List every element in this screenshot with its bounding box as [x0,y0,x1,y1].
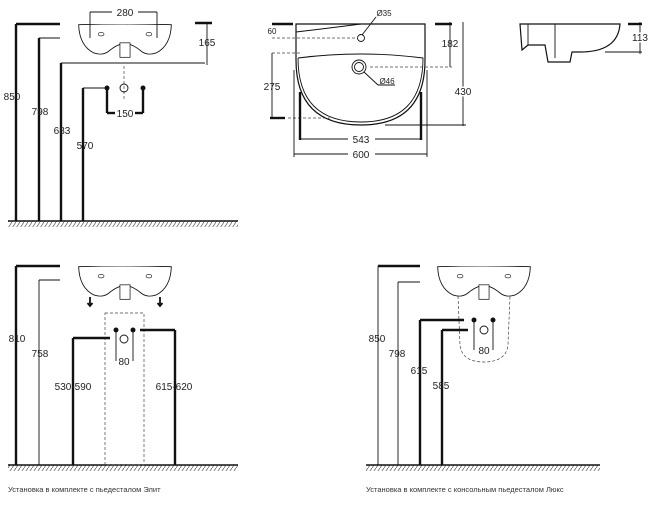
basin-plan-outline [295,23,426,126]
height-798-label: 798 [389,349,406,360]
floor-hatch [8,465,238,471]
panel-profile-view: 113 [519,22,650,63]
drain-hole-diameter-label: Ø46 [379,77,395,86]
arrow-down-icon [156,297,164,308]
profile-height-label: 113 [632,33,648,44]
height-758-label: 758 [32,349,49,360]
semi-pedestal-outline [457,295,511,363]
height-615-label: 615 [411,366,428,377]
panel-elite-pedestal: 810 758 530-590 615-620 80 Установка в к… [8,264,238,494]
height-810-label: 810 [9,334,26,345]
panel-lux-semi-pedestal: 850 798 615 585 80 Установка в комплекте… [366,264,600,494]
tap-offset-label: 60 [268,27,277,36]
fixing-spacing-label: 80 [478,346,490,357]
depth-label: 430 [455,87,472,98]
height-850-label: 850 [4,92,21,103]
height-570-label: 570 [77,141,94,152]
drain-offset-label: 182 [442,39,459,50]
height-798-label: 798 [32,107,49,118]
arrow-down-icon [86,297,94,308]
floor-hatch [366,465,600,471]
height-683-label: 683 [54,126,71,137]
height-530-590-label: 530-590 [55,382,92,393]
height-585-label: 585 [433,381,450,392]
width-label: 600 [353,150,370,161]
drain-to-front-label: 275 [264,82,281,93]
basin-profile-outline [519,23,621,63]
sink-depth-label: 165 [199,38,216,49]
inner-width-label: 543 [353,135,370,146]
basin-front-drawing [437,266,531,300]
basin-front-drawing [78,266,172,300]
panel-plan-view: Ø35 60 182 275 Ø46 430 543 600 [264,9,474,161]
pedestal-outline [104,312,145,466]
elite-caption: Установка в комплекте с пьедесталом Элит [8,485,161,494]
tap-spacing-label: 280 [117,8,134,19]
floor-hatch [8,221,238,227]
height-850-label: 850 [369,334,386,345]
height-615-620-label: 615-620 [156,382,193,393]
lux-caption: Установка в комплекте с консольным пьеде… [366,485,564,494]
panel-wall-hung-elevation: 850 798 683 570 280 165 150 [4,8,238,227]
fixing-spacing-label: 80 [118,357,130,368]
tap-hole-diameter-label: Ø35 [376,9,392,18]
fixing-spacing-label: 150 [117,109,134,120]
